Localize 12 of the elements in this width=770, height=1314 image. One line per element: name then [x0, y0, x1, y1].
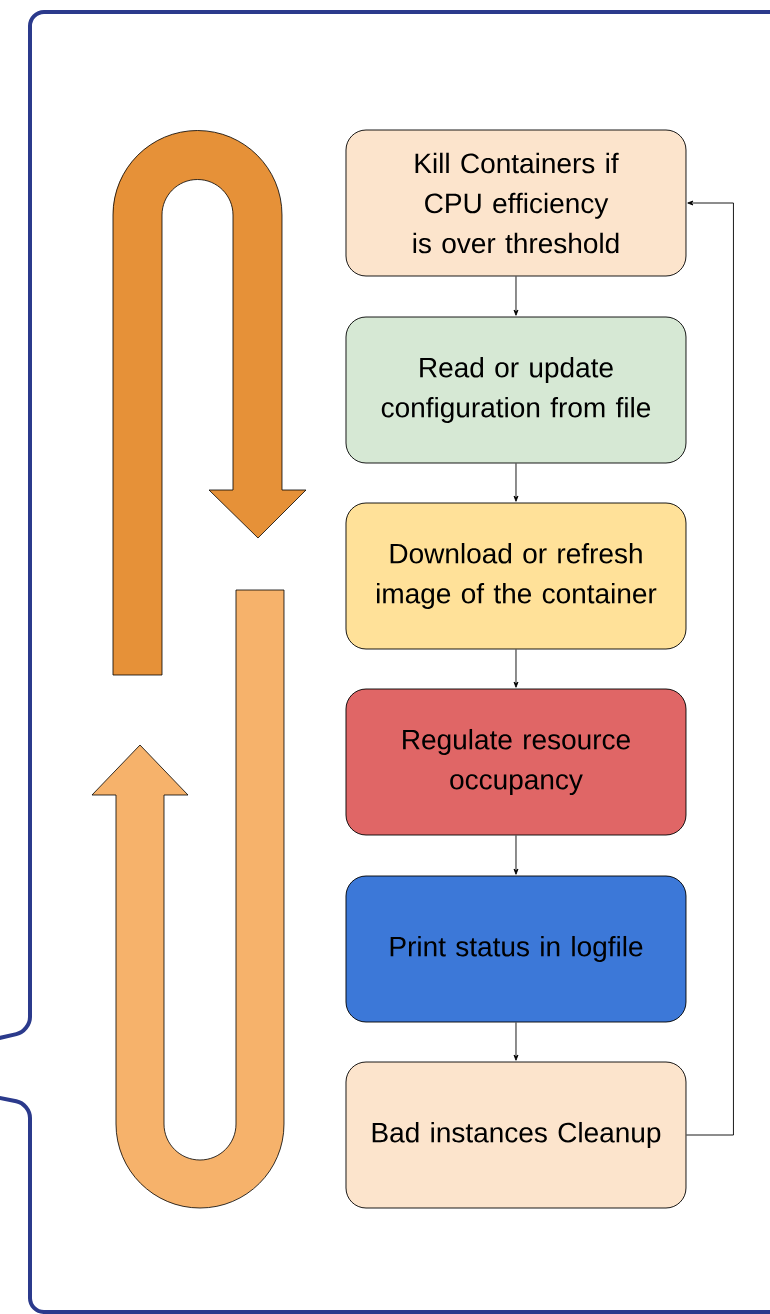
arrow: [513, 835, 519, 875]
process-box: Print status in logfile: [345, 875, 687, 1023]
arrow: [513, 1022, 519, 1061]
process-box: Regulate resource occupancy: [345, 688, 687, 836]
process-box: Bad instances Cleanup: [345, 1061, 687, 1209]
arrow: [686, 200, 734, 1136]
arrow: [513, 276, 519, 316]
process-box: Download or refresh image of the container: [345, 502, 687, 650]
process-box: Kill Containers if CPU efficiency is over threshold: [345, 129, 687, 277]
process-box: Read or update configuration from file: [345, 316, 687, 464]
arrow: [513, 463, 519, 502]
arrow: [513, 649, 519, 688]
